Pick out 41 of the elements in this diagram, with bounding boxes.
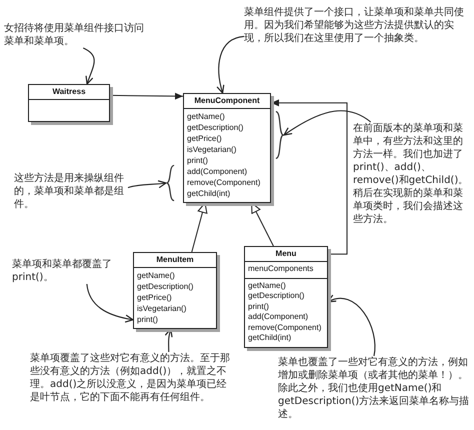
curly-brace bbox=[275, 111, 284, 159]
method-name: getChild(int) bbox=[187, 188, 230, 199]
class-name: MenuComponent bbox=[194, 96, 260, 106]
pointer-arrow bbox=[86, 284, 134, 322]
annotation-text: 菜单项和菜单都覆盖了print()。 bbox=[12, 258, 116, 284]
class-name: Menu bbox=[276, 249, 296, 259]
method-name: isVegetarian() bbox=[137, 303, 186, 314]
pointer-arrow bbox=[283, 110, 372, 136]
method-name: getDescription() bbox=[248, 291, 304, 302]
method-name: print() bbox=[187, 155, 208, 166]
class-box bbox=[28, 84, 110, 122]
method-name: getDescription() bbox=[187, 122, 244, 133]
method-name: getPrice() bbox=[137, 292, 172, 303]
method-name: getName() bbox=[137, 270, 175, 281]
annotation-text: 在前面版本的菜单项和菜单中，有些方法和这里的方法一样。我们也加进了print()、add()、remove()和getChild()。稍后在实现新的菜单和菜单项类时，我们会描述这些方法。 bbox=[353, 122, 471, 226]
annotation-text: 这些方法是用来操纵组件的，菜单项和菜单都是组件。 bbox=[14, 172, 128, 211]
class-name: MenuItem bbox=[156, 255, 194, 265]
method-name: add(Component) bbox=[187, 166, 248, 177]
annotation-text: 菜单组件提供了一个接口，让菜单项和菜单共同使用。因为我们希望能够为这些方法提供默认的实现，所以我们在这里使用了一个抽象类。 bbox=[244, 6, 468, 45]
method-name: print() bbox=[248, 302, 269, 312]
pointer-arrow bbox=[216, 36, 244, 94]
class-box bbox=[183, 93, 271, 203]
pointer-arrow bbox=[128, 180, 167, 188]
annotation-text: 女招待将使用菜单组件接口访问菜单和菜单项。 bbox=[4, 22, 148, 48]
curly-brace bbox=[166, 165, 175, 201]
annotation-text: 菜单也覆盖了一些对它有意义的方法，例如增加或删除菜单项（或者其他的菜单！）。除此之外，我们也使用getName()和getDescription()方法来返回菜单名称与描述。 bbox=[278, 356, 470, 421]
method-name: getName() bbox=[248, 280, 286, 291]
attribute-name: menuComponents bbox=[248, 264, 314, 274]
method-name: getName() bbox=[187, 111, 225, 122]
method-name: add(Component) bbox=[248, 312, 308, 322]
method-name: remove(Component) bbox=[248, 322, 322, 333]
annotation-text: 菜单项覆盖了这些对它有意义的方法。至于那些没有意义的方法（例如add()），就置之不理。add()之所以没意义，是因为菜单项已经是叶节点，它的下面不能再有任何组件。 bbox=[30, 352, 234, 404]
method-name: print() bbox=[137, 314, 158, 325]
method-name: isVegetarian() bbox=[187, 144, 236, 155]
class-name: Waitress bbox=[52, 87, 86, 97]
pointer-arrow bbox=[82, 48, 95, 85]
method-name: remove(Component) bbox=[187, 177, 260, 188]
method-name: getDescription() bbox=[137, 281, 194, 292]
class-box bbox=[133, 252, 217, 329]
method-name: getPrice() bbox=[187, 133, 222, 144]
method-name: getChild(int) bbox=[248, 333, 292, 344]
